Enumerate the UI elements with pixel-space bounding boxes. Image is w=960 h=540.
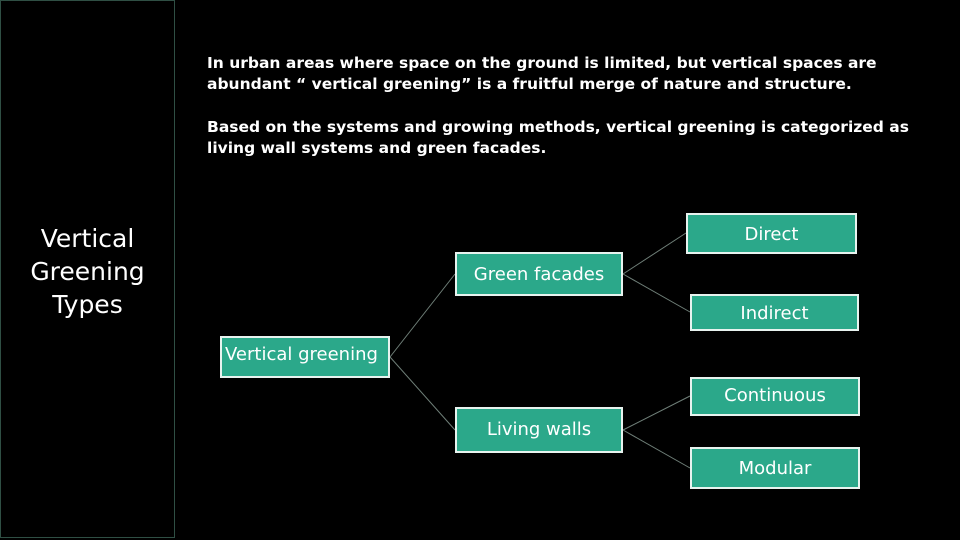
connector-facades-indirect: [622, 273, 691, 313]
node-indirect[interactable]: Indirect: [690, 294, 859, 331]
node-living-walls[interactable]: Living walls: [455, 407, 623, 453]
node-living-walls-label: Living walls: [486, 419, 592, 440]
connector-root-living: [389, 356, 456, 431]
intro-paragraph-2: Based on the systems and growing methods…: [207, 118, 909, 157]
node-vertical-greening[interactable]: Vertical greening: [220, 336, 390, 378]
node-continuous[interactable]: Continuous: [690, 377, 860, 416]
node-vertical-greening-label: Vertical greening: [225, 344, 378, 365]
node-modular[interactable]: Modular: [690, 447, 860, 489]
node-green-facades[interactable]: Green facades: [455, 252, 623, 296]
node-continuous-label: Continuous: [724, 385, 826, 406]
section-title-line-2: Greening: [30, 257, 145, 286]
node-direct-label: Direct: [744, 224, 799, 245]
section-title-line-1: Vertical: [40, 224, 135, 253]
connector-living-continuous: [622, 395, 691, 431]
side-panel: [0, 0, 175, 538]
connector-living-modular: [622, 429, 691, 469]
node-modular-label: Modular: [738, 458, 812, 479]
intro-paragraph-1: In urban areas where space on the ground…: [207, 54, 877, 93]
section-title-line-3: Types: [52, 290, 123, 319]
node-indirect-label: Indirect: [740, 303, 809, 324]
connector-root-facades: [389, 273, 456, 358]
node-green-facades-label: Green facades: [473, 264, 605, 285]
connector-facades-direct: [622, 232, 687, 275]
node-direct[interactable]: Direct: [686, 213, 857, 254]
section-title: Vertical Greening Types: [0, 222, 175, 321]
